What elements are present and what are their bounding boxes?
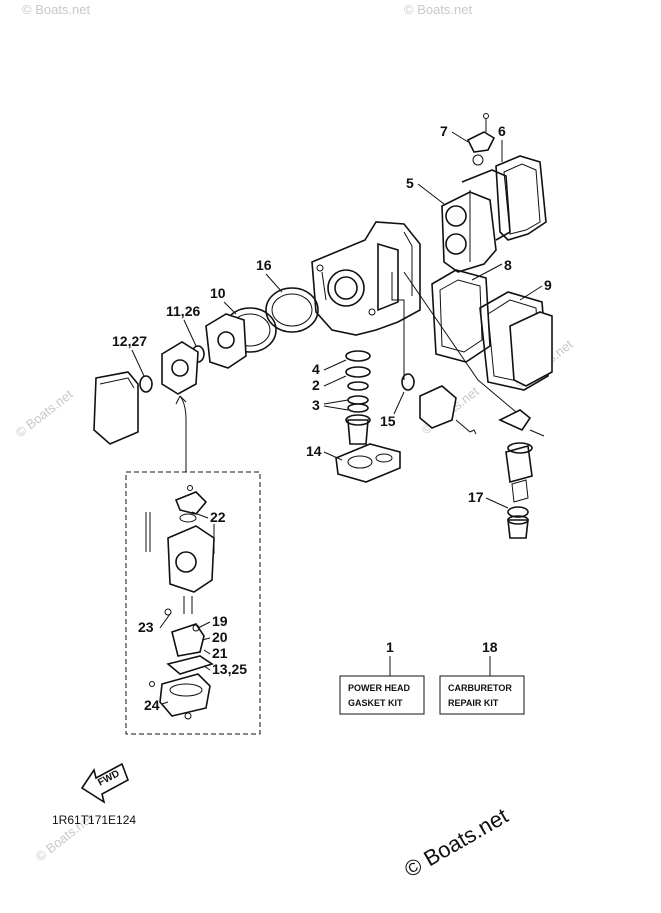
callout-20: 20 bbox=[212, 629, 228, 645]
callout-18: 18 bbox=[482, 639, 498, 655]
carburetor-group-box bbox=[125, 471, 261, 735]
callout-23: 23 bbox=[138, 619, 154, 635]
callout-15: 15 bbox=[380, 413, 396, 429]
watermark-top-center: © Boats.net bbox=[404, 2, 473, 17]
callout-6: 6 bbox=[498, 123, 506, 139]
callout-3: 3 bbox=[312, 397, 320, 413]
float-chamber-parts bbox=[149, 623, 214, 720]
callout-19: 19 bbox=[212, 613, 228, 629]
callout-5: 5 bbox=[406, 175, 414, 191]
callout-9: 9 bbox=[544, 277, 552, 293]
relief-valve-stack bbox=[345, 350, 371, 445]
callout-7: 7 bbox=[440, 123, 448, 139]
leader-block-to-pump bbox=[391, 272, 405, 380]
power-head-kit-line2: GASKET KIT bbox=[348, 698, 403, 708]
watermark-left: © Boats.net bbox=[13, 386, 76, 440]
power-head-gasket-kit: POWER HEAD GASKET KIT bbox=[339, 675, 425, 715]
callout-2: 2 bbox=[312, 377, 320, 393]
callout-8: 8 bbox=[504, 257, 512, 273]
head-cover bbox=[441, 169, 511, 273]
callout-22: 22 bbox=[210, 509, 226, 525]
callout-14: 14 bbox=[306, 443, 322, 459]
cylinder-block bbox=[311, 221, 421, 336]
carb-adapter bbox=[139, 341, 199, 395]
callout-11-26: 11,26 bbox=[166, 303, 200, 319]
callout-10: 10 bbox=[210, 285, 226, 301]
drawing-code: 1R61T171E124 bbox=[52, 813, 136, 827]
watermark-top-left: © Boats.net bbox=[22, 2, 91, 17]
leader-block-to-filter bbox=[403, 271, 517, 413]
callout-1: 1 bbox=[386, 639, 394, 655]
fuel-filter bbox=[498, 409, 545, 539]
callout-13-25: 13,25 bbox=[212, 661, 247, 677]
exhaust-gasket-8 bbox=[431, 269, 491, 363]
fuel-pump bbox=[401, 373, 477, 435]
callouts: 7 6 5 8 9 16 10 11,26 12,27 4 2 3 15 14 … bbox=[112, 123, 552, 713]
carburetor-body bbox=[145, 485, 215, 616]
gasket-14 bbox=[335, 443, 401, 483]
head-gasket bbox=[495, 155, 547, 241]
callout-21: 21 bbox=[212, 645, 228, 661]
leader-carb-to-adapter bbox=[179, 395, 187, 472]
leader-arrow bbox=[175, 395, 187, 405]
callout-24: 24 bbox=[144, 697, 160, 713]
callout-16: 16 bbox=[256, 257, 272, 273]
copyright-mark: © Boats.net bbox=[400, 803, 512, 882]
carburetor-repair-kit: CARBURETOR REPAIR KIT bbox=[439, 675, 525, 715]
callout-12-27: 12,27 bbox=[112, 333, 147, 349]
fwd-arrow-icon: FWD bbox=[80, 762, 129, 804]
callout-17: 17 bbox=[468, 489, 484, 505]
exhaust-cover-plate bbox=[509, 311, 553, 387]
callout-4: 4 bbox=[312, 361, 320, 377]
carburetor-kit-line2: REPAIR KIT bbox=[448, 698, 499, 708]
power-head-kit-line1: POWER HEAD bbox=[348, 683, 411, 693]
crankcase-gasket-16 bbox=[265, 287, 319, 333]
thermostat-cover bbox=[466, 113, 496, 166]
carburetor-kit-line1: CARBURETOR bbox=[448, 683, 512, 693]
silencer-box bbox=[93, 371, 139, 445]
intake-manifold bbox=[191, 313, 247, 369]
